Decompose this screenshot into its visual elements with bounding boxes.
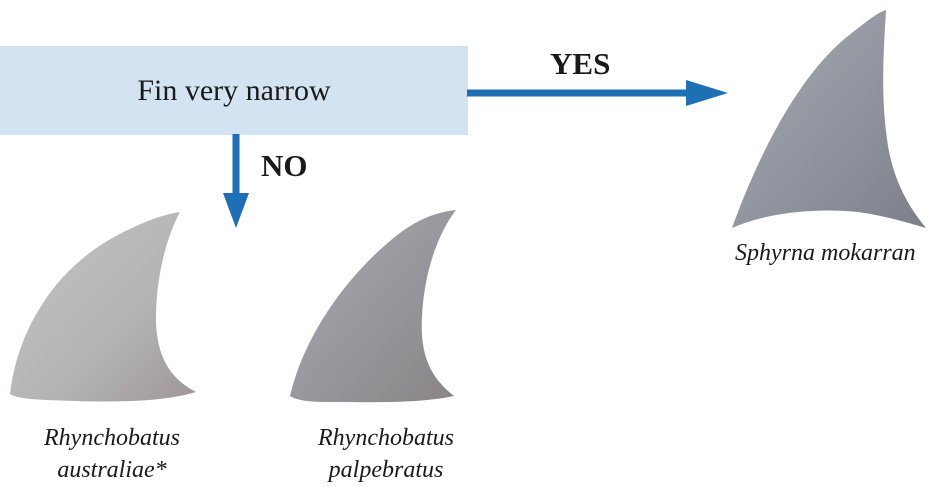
species-epithet: palpebratus	[286, 454, 486, 486]
arrow-right-icon	[467, 80, 728, 106]
species-name: Sphyrna mokarran	[735, 240, 916, 266]
arrow-down-icon	[223, 134, 249, 228]
shark-fin-icon	[286, 206, 460, 406]
species-label-rhynchobatus-palpebratus: Rhynchobatus palpebratus	[286, 422, 486, 486]
species-genus: Rhynchobatus	[12, 422, 212, 454]
species-label-sphyrna-mokarran: Sphyrna mokarran	[735, 237, 941, 269]
species-epithet: australiae*	[12, 454, 212, 486]
shark-fin-icon	[728, 6, 928, 232]
shark-fin-icon	[6, 208, 202, 404]
species-genus: Rhynchobatus	[286, 422, 486, 454]
species-label-rhynchobatus-australiae: Rhynchobatus australiae*	[12, 422, 212, 486]
